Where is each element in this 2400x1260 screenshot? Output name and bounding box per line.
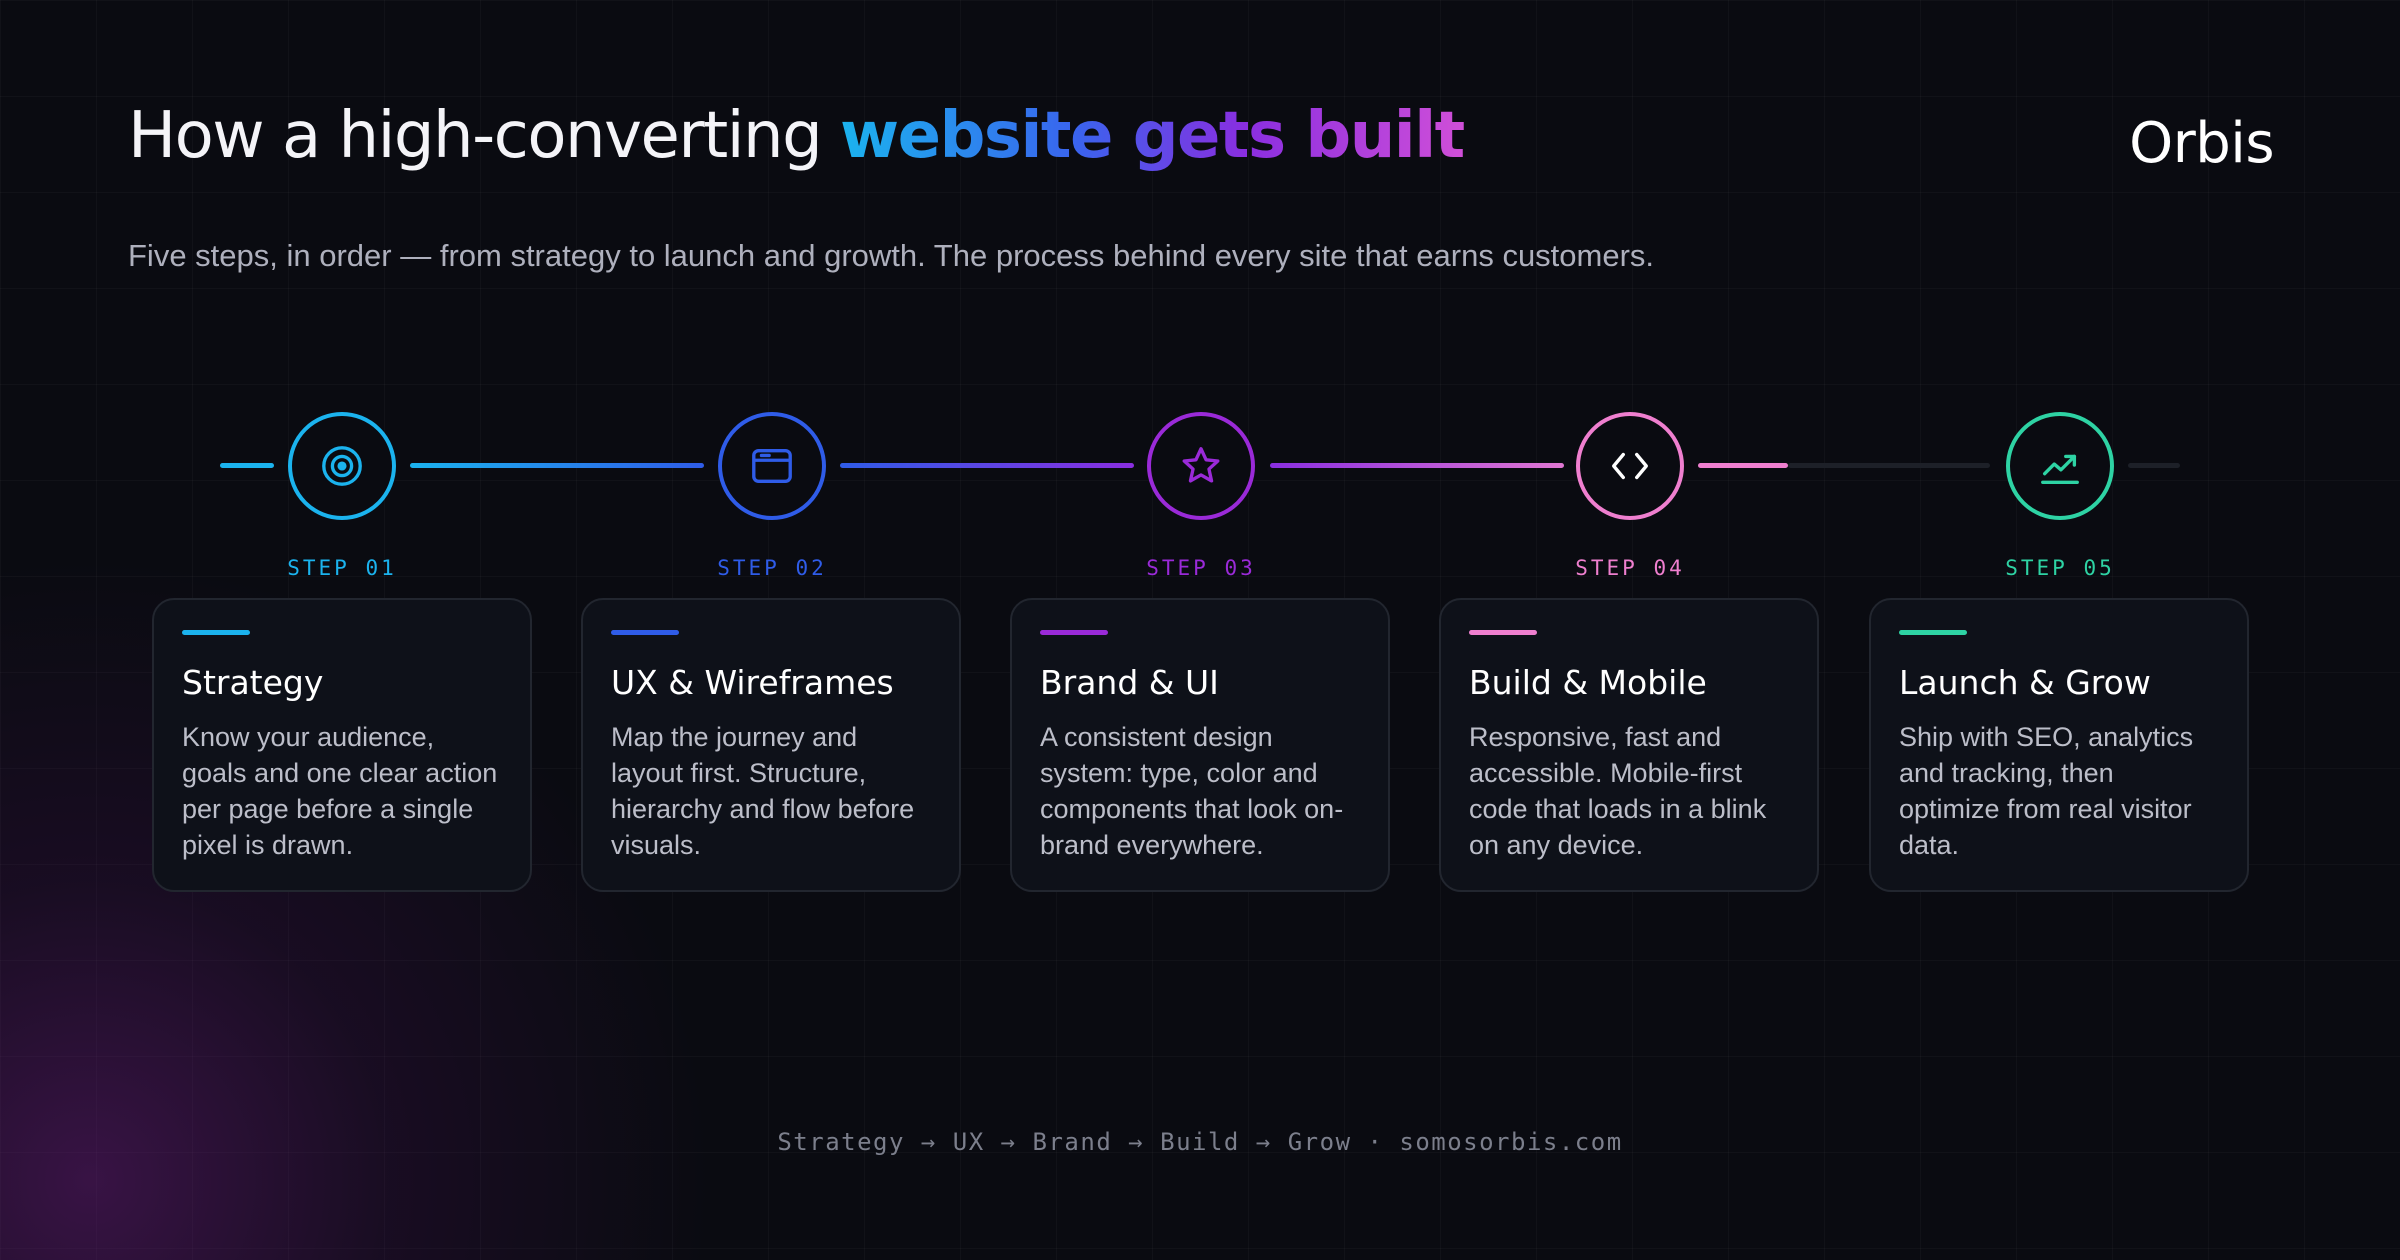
step-2-node [718, 412, 826, 520]
step-2-description: Map the journey and layout first. Struct… [611, 721, 915, 860]
title-highlight: website gets built [840, 99, 1465, 173]
card-accent-bar [1899, 630, 1967, 635]
browser-window-icon [752, 448, 792, 484]
step-3-card: Brand & UI A consistent design system: t… [1010, 598, 1390, 892]
target-icon [322, 446, 362, 486]
step-1-title: Strategy [182, 663, 324, 702]
timeline-connector [220, 463, 274, 468]
step-5-title: Launch & Grow [1899, 663, 2151, 702]
step-5-card: Launch & Grow Ship with SEO, analytics a… [1869, 598, 2249, 892]
step-1-label: STEP 01 [287, 556, 397, 580]
code-icon [1612, 452, 1648, 480]
step-4-title: Build & Mobile [1469, 663, 1707, 702]
card-accent-bar [182, 630, 250, 635]
step-4-label: STEP 04 [1575, 556, 1685, 580]
step-4-card: Build & Mobile Responsive, fast and acce… [1439, 598, 1819, 892]
step-1-description: Know your audience, goals and one clear … [182, 721, 498, 860]
step-3-title: Brand & UI [1040, 663, 1219, 702]
page-subtitle: Five steps, in order — from strategy to … [128, 238, 1655, 273]
step-3-label: STEP 03 [1146, 556, 1256, 580]
brand-logo: Orbis [2129, 111, 2274, 176]
timeline-connector [410, 463, 704, 468]
timeline-connector [1698, 463, 1788, 468]
step-3-node [1147, 412, 1255, 520]
step-3-description: A consistent design system: type, color … [1040, 721, 1344, 860]
step-2-card: UX & Wireframes Map the journey and layo… [581, 598, 961, 892]
card-accent-bar [611, 630, 679, 635]
step-5-label: STEP 05 [2005, 556, 2115, 580]
step-5-node [2006, 412, 2114, 520]
page-title: How a high-converting website gets built [128, 99, 1465, 174]
step-1-node [288, 412, 396, 520]
timeline-connector [840, 463, 1134, 468]
footer-caption: Strategy → UX → Brand → Build → Grow · s… [777, 1128, 1623, 1156]
timeline-connector [1270, 463, 1564, 468]
step-2-title: UX & Wireframes [611, 663, 894, 702]
step-2-label: STEP 02 [717, 556, 827, 580]
card-accent-bar [1040, 630, 1108, 635]
step-4-description: Responsive, fast and accessible. Mobile-… [1469, 721, 1767, 860]
timeline-connector [2128, 463, 2180, 468]
step-4-node [1576, 412, 1684, 520]
step-5-description: Ship with SEO, analytics and tracking, t… [1899, 721, 2194, 860]
timeline-connector [1788, 463, 1990, 468]
title-plain: How a high-converting [128, 99, 841, 173]
trending-up-icon [2041, 454, 2079, 484]
step-1-card: Strategy Know your audience, goals and o… [152, 598, 532, 892]
card-accent-bar [1469, 630, 1537, 635]
star-icon [1182, 447, 1220, 483]
